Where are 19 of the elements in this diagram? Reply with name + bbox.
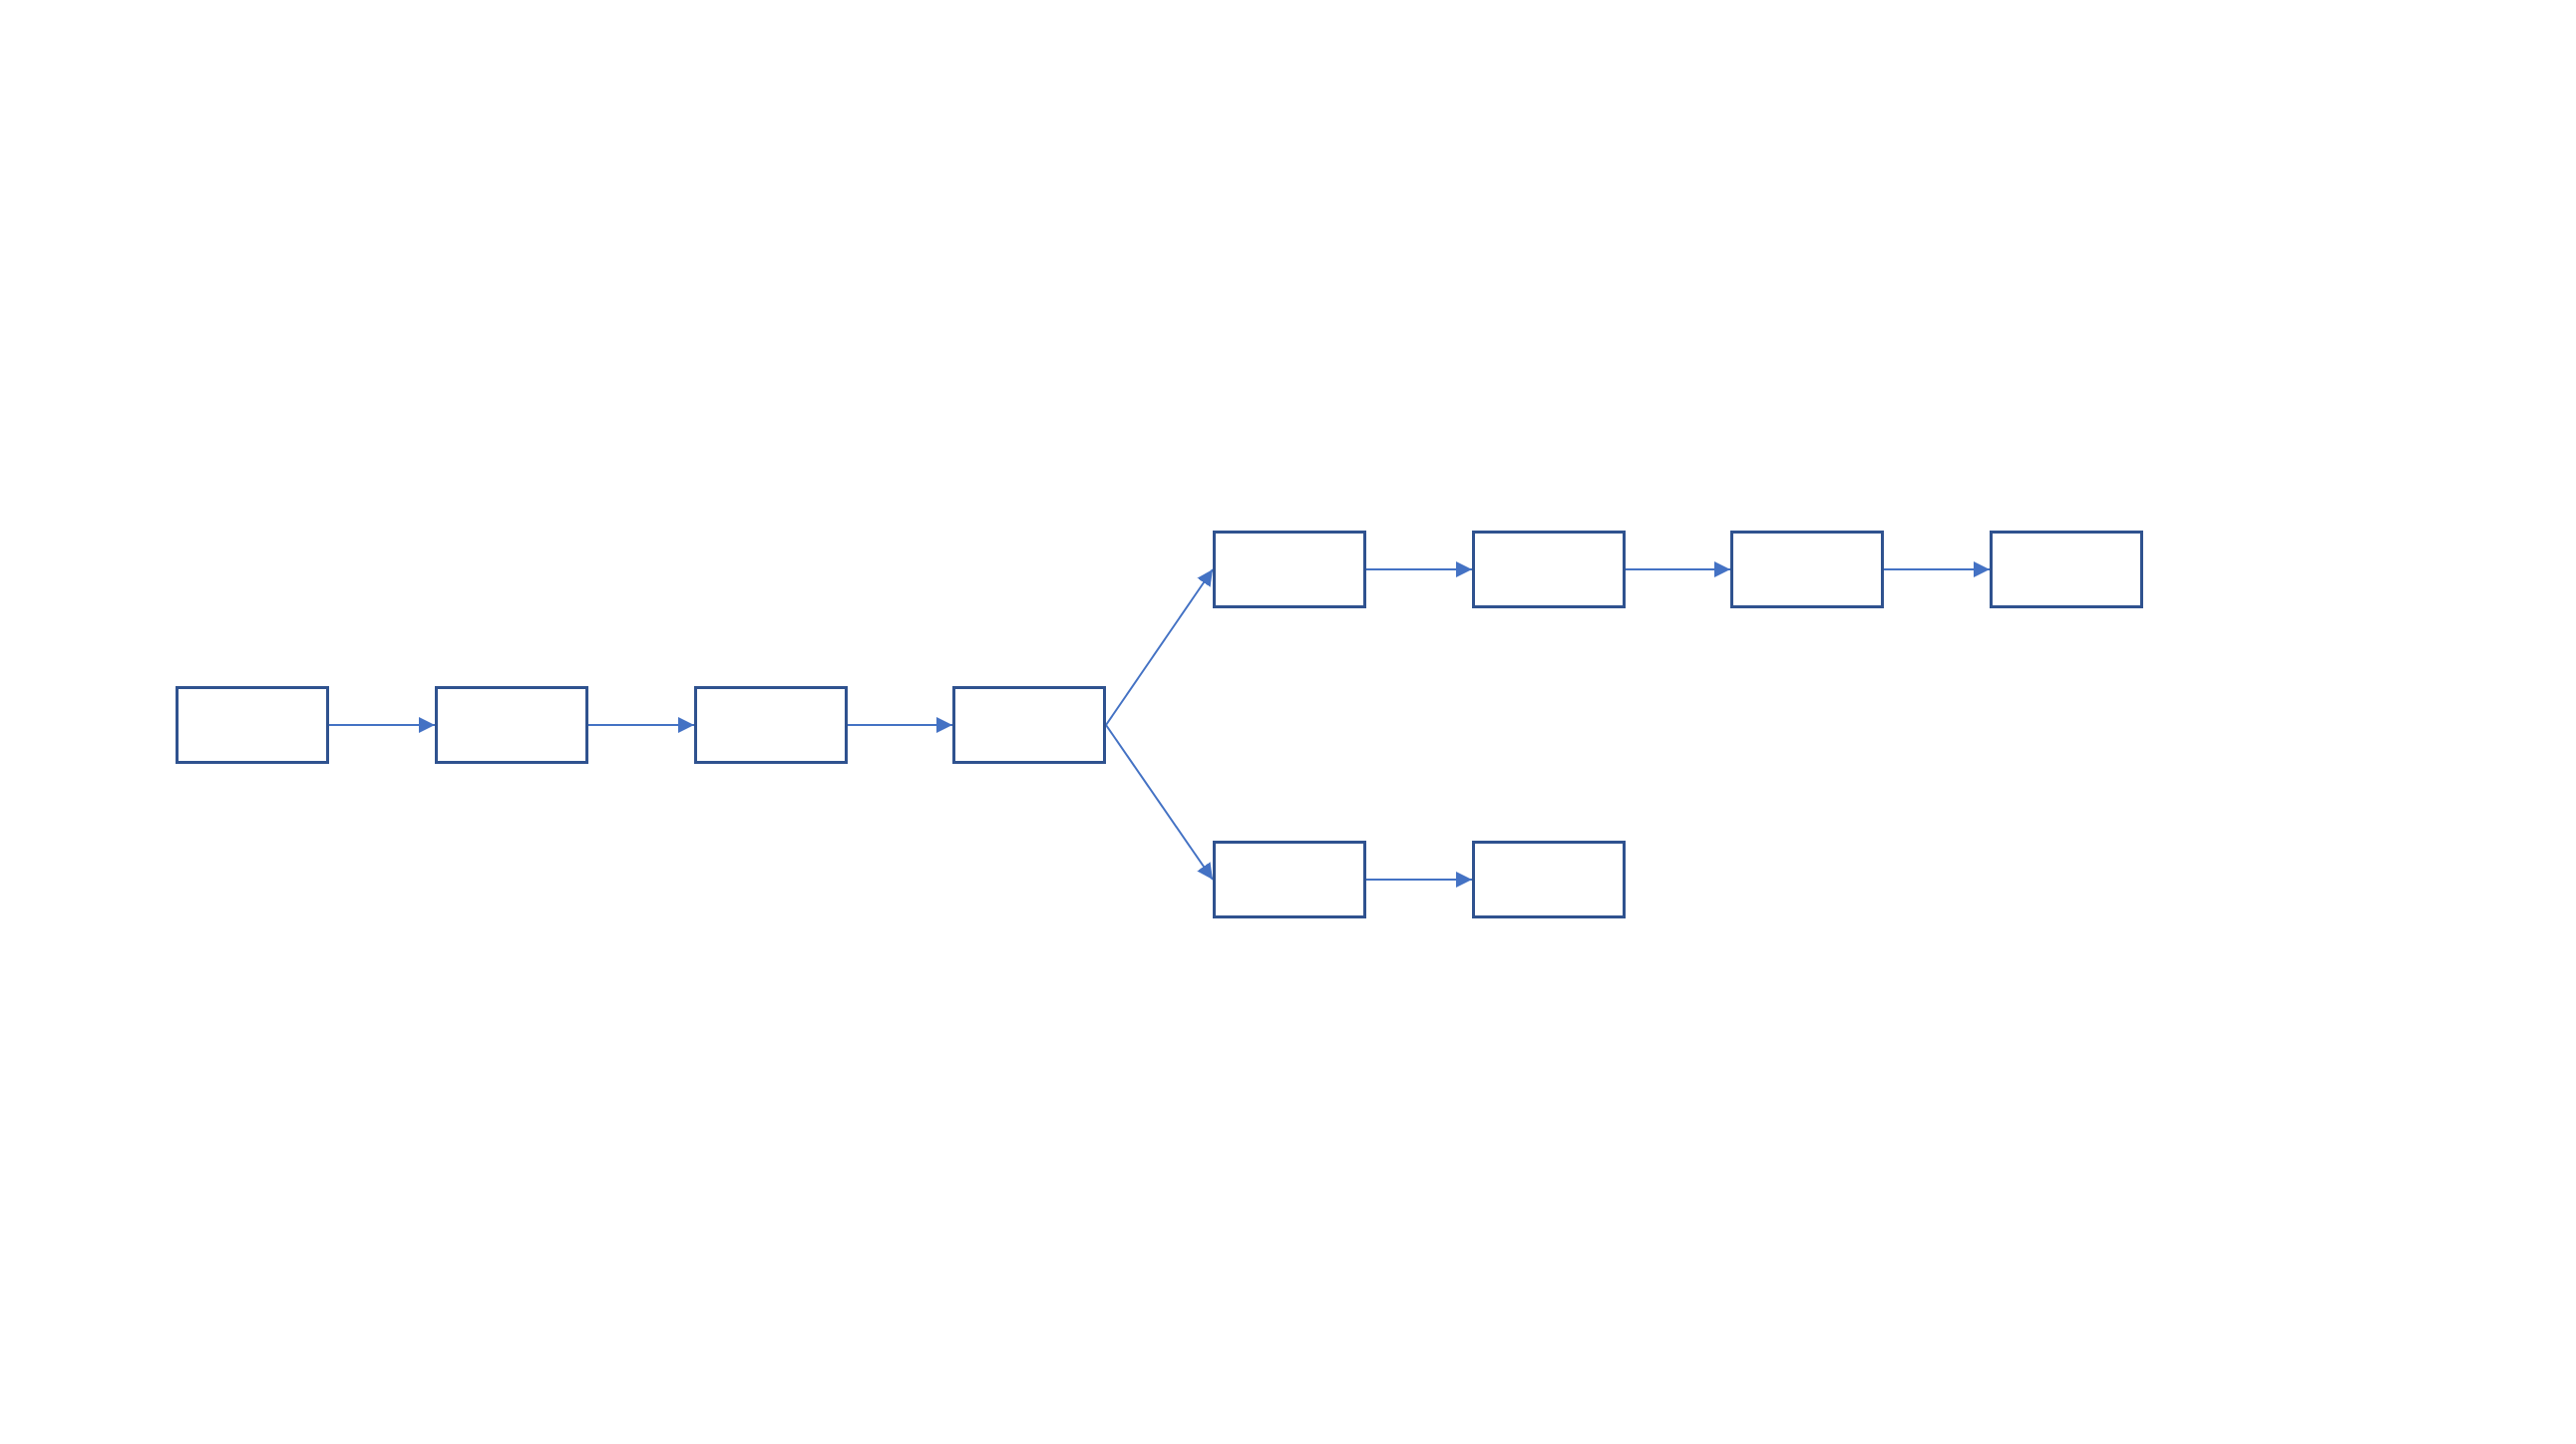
process-box [1990, 531, 2143, 608]
arrow [328, 717, 436, 733]
process-box [1213, 531, 1366, 608]
arrow [1105, 724, 1214, 881]
arrow [847, 717, 953, 733]
arrow [1625, 561, 1731, 577]
process-box [1730, 531, 1884, 608]
arrow [1365, 872, 1473, 888]
process-box [435, 686, 588, 764]
process-box [952, 686, 1106, 764]
process-box [1472, 531, 1626, 608]
process-box [1472, 841, 1626, 918]
process-box [1213, 841, 1366, 918]
arrow [1105, 568, 1214, 726]
arrow [1365, 561, 1473, 577]
process-box [694, 686, 848, 764]
arrow [1883, 561, 1991, 577]
process-box [176, 686, 329, 764]
arrow [587, 717, 695, 733]
